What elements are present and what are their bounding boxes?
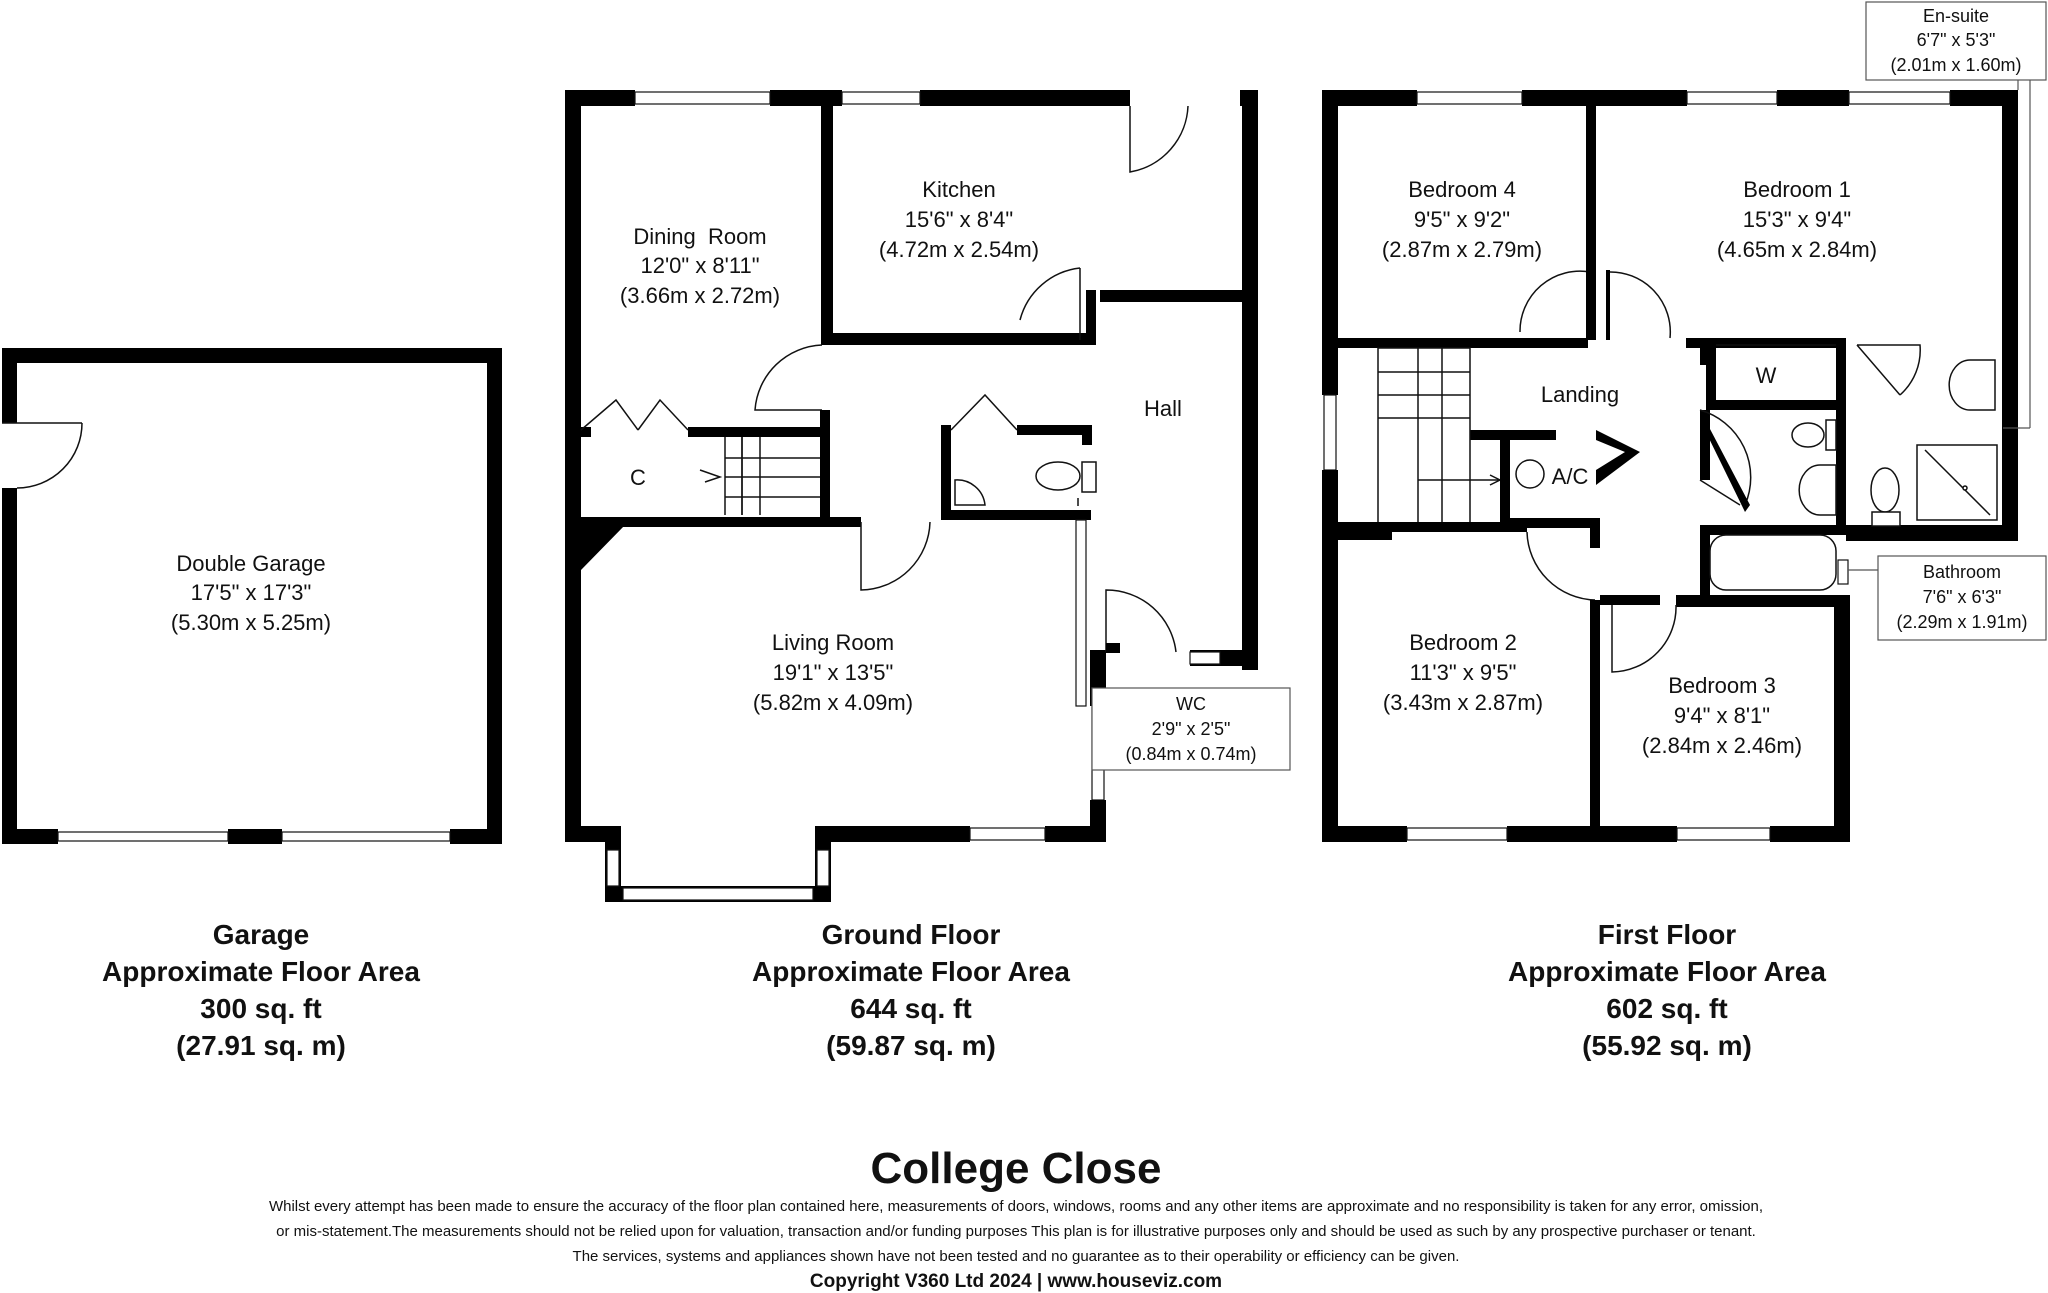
room-size-metric-bedroom-1: (4.65m x 2.84m) <box>1717 237 1877 262</box>
room-size-imperial-bathroom: 7'6" x 6'3" <box>1923 587 2002 607</box>
wc-callout <box>1091 687 1291 771</box>
garage-area-summary: Garage Approximate Floor Area 300 sq. ft… <box>102 919 420 1061</box>
bathroom-callout <box>1848 555 2047 641</box>
room-name-bedroom-2: Bedroom 2 <box>1409 630 1517 655</box>
room-size-metric-en-suite: (2.01m x 1.60m) <box>1890 55 2021 75</box>
floor-area-sqm-ground: (59.87 sq. m) <box>826 1030 996 1061</box>
room-size-metric-wc: (0.84m x 0.74m) <box>1125 744 1256 764</box>
room-size-metric-dining-room: (3.66m x 2.72m) <box>620 283 780 308</box>
room-name-wc: WC <box>1176 694 1206 714</box>
property-title: College Close <box>871 1144 1162 1193</box>
room-name-bedroom-1: Bedroom 1 <box>1743 177 1851 202</box>
room-size-imperial-bedroom-1: 15'3" x 9'4" <box>1743 207 1851 232</box>
floor-name-first: First Floor <box>1598 919 1737 950</box>
room-name-kitchen: Kitchen <box>922 177 995 202</box>
en-suite-fixtures <box>1870 359 1998 527</box>
floor-name-garage: Garage <box>213 919 310 950</box>
room-size-imperial-dining-room: 12'0" x 8'11" <box>640 253 759 278</box>
room-name-dining-room: Dining Room <box>633 224 766 249</box>
room-size-imperial-living-room: 19'1" x 13'5" <box>773 660 894 685</box>
room-size-metric-double-garage: (5.30m x 5.25m) <box>171 610 331 635</box>
garage-side-door <box>2 422 83 489</box>
disclaimer-line-1: Whilst every attempt has been made to en… <box>269 1198 1763 1215</box>
room-name-en-suite: En-suite <box>1923 6 1989 26</box>
room-size-metric-bedroom-4: (2.87m x 2.79m) <box>1382 237 1542 262</box>
room-name-living-room: Living Room <box>772 630 894 655</box>
bathroom-fixtures <box>1709 419 1837 591</box>
room-name-airing-cupboard: A/C <box>1552 464 1589 489</box>
room-size-metric-kitchen: (4.72m x 2.54m) <box>879 237 1039 262</box>
first-floor-stairs <box>1377 347 1502 527</box>
room-size-imperial-kitchen: 15'6" x 8'4" <box>905 207 1013 232</box>
room-size-imperial-wc: 2'9" x 2'5" <box>1152 719 1231 739</box>
floor-area-label-first: Approximate Floor Area <box>1508 956 1826 987</box>
room-name-double-garage: Double Garage <box>176 551 325 576</box>
room-size-metric-bedroom-3: (2.84m x 2.46m) <box>1642 733 1802 758</box>
en-suite-callout <box>1865 1 2047 429</box>
room-name-cupboard: C <box>630 465 646 490</box>
ground-floor-stairs <box>699 437 820 515</box>
room-size-imperial-double-garage: 17'5" x 17'3" <box>191 580 312 605</box>
disclaimer-line-3: The services, systems and appliances sho… <box>573 1248 1460 1265</box>
floor-area-sqft-first: 602 sq. ft <box>1606 993 1727 1024</box>
room-name-bedroom-4: Bedroom 4 <box>1408 177 1516 202</box>
room-size-imperial-en-suite: 6'7" x 5'3" <box>1917 30 1996 50</box>
garage-plan <box>2 348 502 844</box>
first-floor-area-summary: First Floor Approximate Floor Area 602 s… <box>1508 919 1826 1061</box>
room-size-metric-bathroom: (2.29m x 1.91m) <box>1896 612 2027 632</box>
room-size-imperial-bedroom-2: 11'3" x 9'5" <box>1410 660 1517 685</box>
floor-area-sqft-ground: 644 sq. ft <box>850 993 971 1024</box>
room-name-landing: Landing <box>1541 382 1619 407</box>
room-size-metric-bedroom-2: (3.43m x 2.87m) <box>1383 690 1543 715</box>
floor-area-sqm-garage: (27.91 sq. m) <box>176 1030 346 1061</box>
first-floor-plan <box>1322 90 2018 842</box>
room-name-wardrobe: W <box>1756 363 1777 388</box>
floor-area-sqm-first: (55.92 sq. m) <box>1582 1030 1752 1061</box>
wc-fixtures <box>954 461 1097 506</box>
room-size-imperial-bedroom-3: 9'4" x 8'1" <box>1674 703 1770 728</box>
disclaimer-line-2: or mis-statement.The measurements should… <box>276 1223 1756 1240</box>
floor-area-label-ground: Approximate Floor Area <box>752 956 1070 987</box>
ground-floor-area-summary: Ground Floor Approximate Floor Area 644 … <box>752 919 1070 1061</box>
ground-floor-plan <box>565 90 1258 902</box>
room-name-hall: Hall <box>1144 396 1182 421</box>
room-size-metric-living-room: (5.82m x 4.09m) <box>753 690 913 715</box>
copyright-notice: Copyright V360 Ltd 2024 | www.houseviz.c… <box>810 1271 1222 1292</box>
floor-area-sqft-garage: 300 sq. ft <box>200 993 321 1024</box>
room-size-imperial-bedroom-4: 9'5" x 9'2" <box>1414 207 1510 232</box>
floor-area-label-garage: Approximate Floor Area <box>102 956 420 987</box>
floor-name-ground: Ground Floor <box>822 919 1001 950</box>
room-name-bedroom-3: Bedroom 3 <box>1668 673 1776 698</box>
room-name-bathroom: Bathroom <box>1923 562 2001 582</box>
